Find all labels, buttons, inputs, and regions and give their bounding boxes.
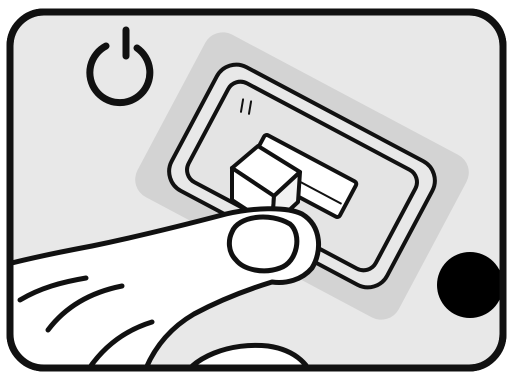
fingernail xyxy=(226,214,300,274)
indicator-light xyxy=(437,252,503,318)
hand-illustration xyxy=(10,206,322,368)
power-icon xyxy=(86,26,154,107)
position-marks xyxy=(239,98,253,115)
